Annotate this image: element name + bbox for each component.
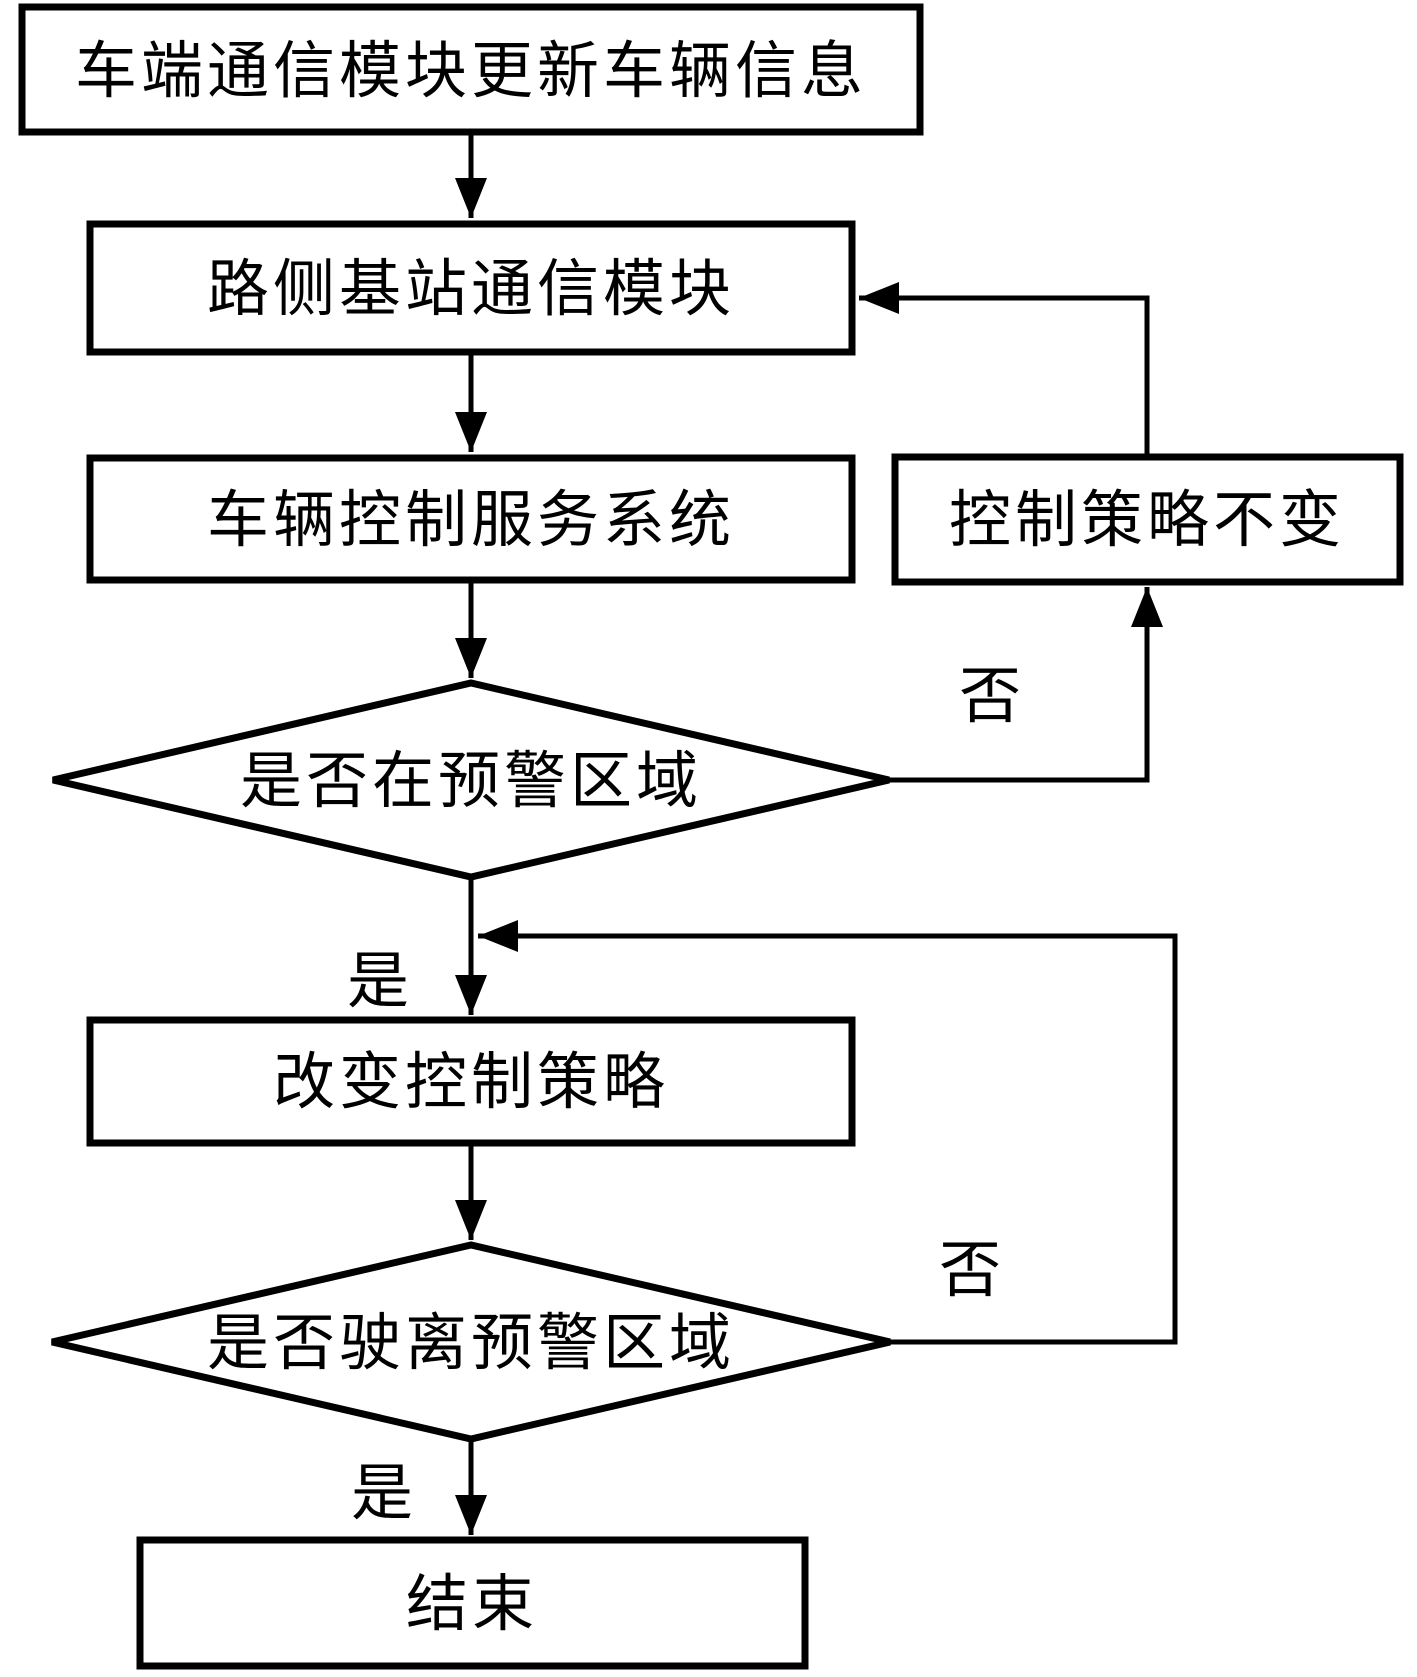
flowchart-decision-left-warning-area: 是否驶离预警区域 — [51, 1241, 891, 1443]
edge-label-no-2: 否 — [939, 1237, 1001, 1305]
edge-d1-nR-no — [889, 587, 1163, 783]
node-box-vehicle-control-service — [86, 454, 856, 584]
node-label-vehicle-control-service: 车辆控制服务系统 — [207, 487, 735, 555]
node-box-roadside-base-station — [86, 220, 856, 356]
flowchart-node-end: 结束 — [136, 1536, 809, 1670]
edge-d2-n4-no-loop — [478, 920, 1178, 1345]
node-box-update-vehicle-info — [18, 3, 924, 136]
flowchart-node-strategy-unchanged: 控制策略不变 — [891, 453, 1404, 586]
edge-nR-n2-loop — [859, 282, 1150, 457]
flowchart-node-roadside-base-station: 路侧基站通信模块 — [86, 220, 856, 356]
edge-label-yes-1: 是 — [347, 948, 409, 1016]
decision-label-in-warning-area: 是否在预警区域 — [240, 748, 702, 816]
edge-label-no-1: 否 — [959, 663, 1021, 731]
node-label-end: 结束 — [406, 1571, 538, 1639]
decision-diamond-left-warning-area — [51, 1241, 891, 1443]
flowchart-node-update-vehicle-info: 车端通信模块更新车辆信息 — [18, 3, 924, 136]
decision-label-left-warning-area: 是否驶离预警区域 — [207, 1310, 735, 1378]
node-label-change-strategy: 改变控制策略 — [273, 1049, 669, 1117]
decision-diamond-in-warning-area — [52, 679, 890, 881]
node-box-strategy-unchanged — [891, 453, 1404, 586]
flowchart-decision-in-warning-area: 是否在预警区域 — [52, 679, 890, 881]
node-label-roadside-base-station: 路侧基站通信模块 — [207, 256, 735, 324]
edge-label-yes-2: 是 — [351, 1460, 413, 1528]
node-label-update-vehicle-info: 车端通信模块更新车辆信息 — [75, 38, 867, 106]
flowchart-node-vehicle-control-service: 车辆控制服务系统 — [86, 454, 856, 584]
node-box-change-strategy — [86, 1016, 856, 1147]
node-box-end — [136, 1536, 809, 1670]
node-label-strategy-unchanged: 控制策略不变 — [949, 487, 1345, 555]
flowchart-node-change-strategy: 改变控制策略 — [86, 1016, 856, 1147]
